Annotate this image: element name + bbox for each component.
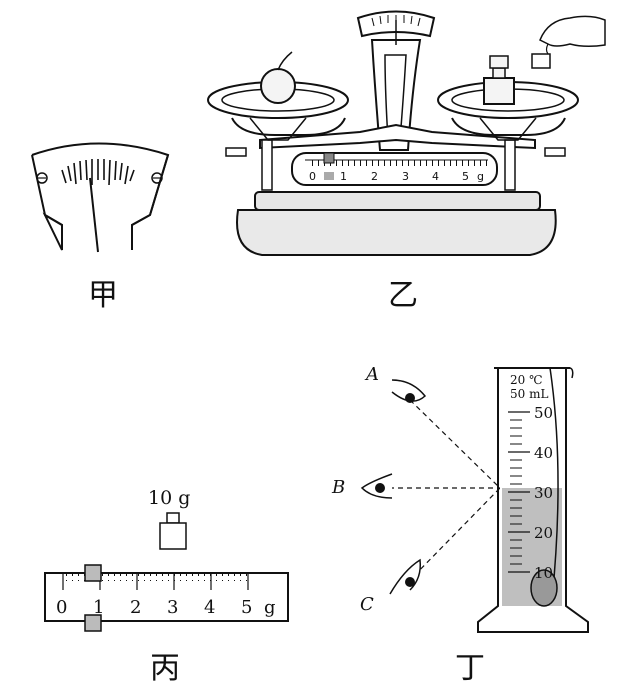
rider [323, 152, 335, 164]
beam-ticks: 0 1 2 3 4 5 g [309, 170, 484, 183]
svg-text:1: 1 [93, 597, 104, 618]
svg-text:0: 0 [309, 170, 316, 183]
rider-top [84, 564, 102, 582]
svg-text:4: 4 [432, 170, 439, 183]
cylinder-body [477, 368, 589, 633]
eye-label-c: C [360, 594, 374, 615]
label-jia: 甲 [88, 278, 118, 313]
svg-text:5: 5 [241, 597, 252, 618]
svg-text:2: 2 [130, 597, 141, 618]
svg-text:0: 0 [56, 597, 67, 618]
svg-text:2: 2 [371, 170, 378, 183]
glass-rod [549, 367, 559, 601]
svg-text:50: 50 [534, 404, 553, 422]
eye-b-icon [360, 473, 393, 499]
balance-base [236, 209, 557, 256]
balance-pillar [370, 39, 422, 151]
label-ding: 丁 [455, 651, 485, 686]
eye-label-b: B [331, 477, 345, 498]
svg-text:g: g [264, 597, 276, 618]
label-yi: 乙 [388, 278, 418, 313]
dial-ticks [61, 159, 135, 186]
panel-bing-beam-scale: 10 g 0 1 2 3 4 5 g 丙 [44, 487, 289, 686]
right-pan [437, 55, 579, 141]
cylinder-graduations [508, 411, 530, 573]
scale-numbers: 0 1 2 3 4 5 g [56, 597, 276, 618]
svg-text:1: 1 [340, 170, 347, 183]
eye-label-a: A [364, 364, 379, 385]
weight-label: 10 g [148, 487, 190, 509]
svg-text:20: 20 [534, 524, 553, 542]
cylinder-capacity: 50 mL [510, 387, 548, 401]
left-pan [207, 51, 349, 141]
weight-10g-icon [159, 522, 187, 550]
panel-jia-pointer-dial: 甲 [31, 142, 170, 313]
screw-icon [151, 172, 163, 184]
panel-yi-balance: 0 1 2 3 4 5 g [207, 10, 606, 313]
label-bing: 丙 [150, 651, 180, 686]
panel-ding-cylinder: 20 ℃ 50 mL 50 40 30 20 10 A B [331, 364, 589, 686]
eye-c-icon [389, 558, 422, 595]
svg-text:30: 30 [534, 484, 553, 502]
svg-text:3: 3 [402, 170, 409, 183]
weight-on-pan-icon [483, 77, 515, 105]
apple-icon [260, 68, 296, 104]
hand-with-weight-icon [531, 15, 606, 69]
dial-pointer [89, 177, 99, 253]
svg-text:5: 5 [462, 170, 469, 183]
svg-text:40: 40 [534, 444, 553, 462]
sight-lines [380, 399, 501, 583]
rider-bottom [84, 614, 102, 632]
svg-text:10: 10 [534, 564, 553, 582]
svg-text:g: g [477, 170, 484, 183]
cylinder-mark-labels: 50 40 30 20 10 [534, 404, 553, 582]
cylinder-temp: 20 ℃ [510, 373, 543, 387]
object-in-liquid [530, 569, 558, 607]
svg-text:4: 4 [204, 597, 215, 618]
screw-icon [36, 172, 48, 184]
svg-text:3: 3 [167, 597, 178, 618]
eye-a-icon [391, 379, 427, 403]
